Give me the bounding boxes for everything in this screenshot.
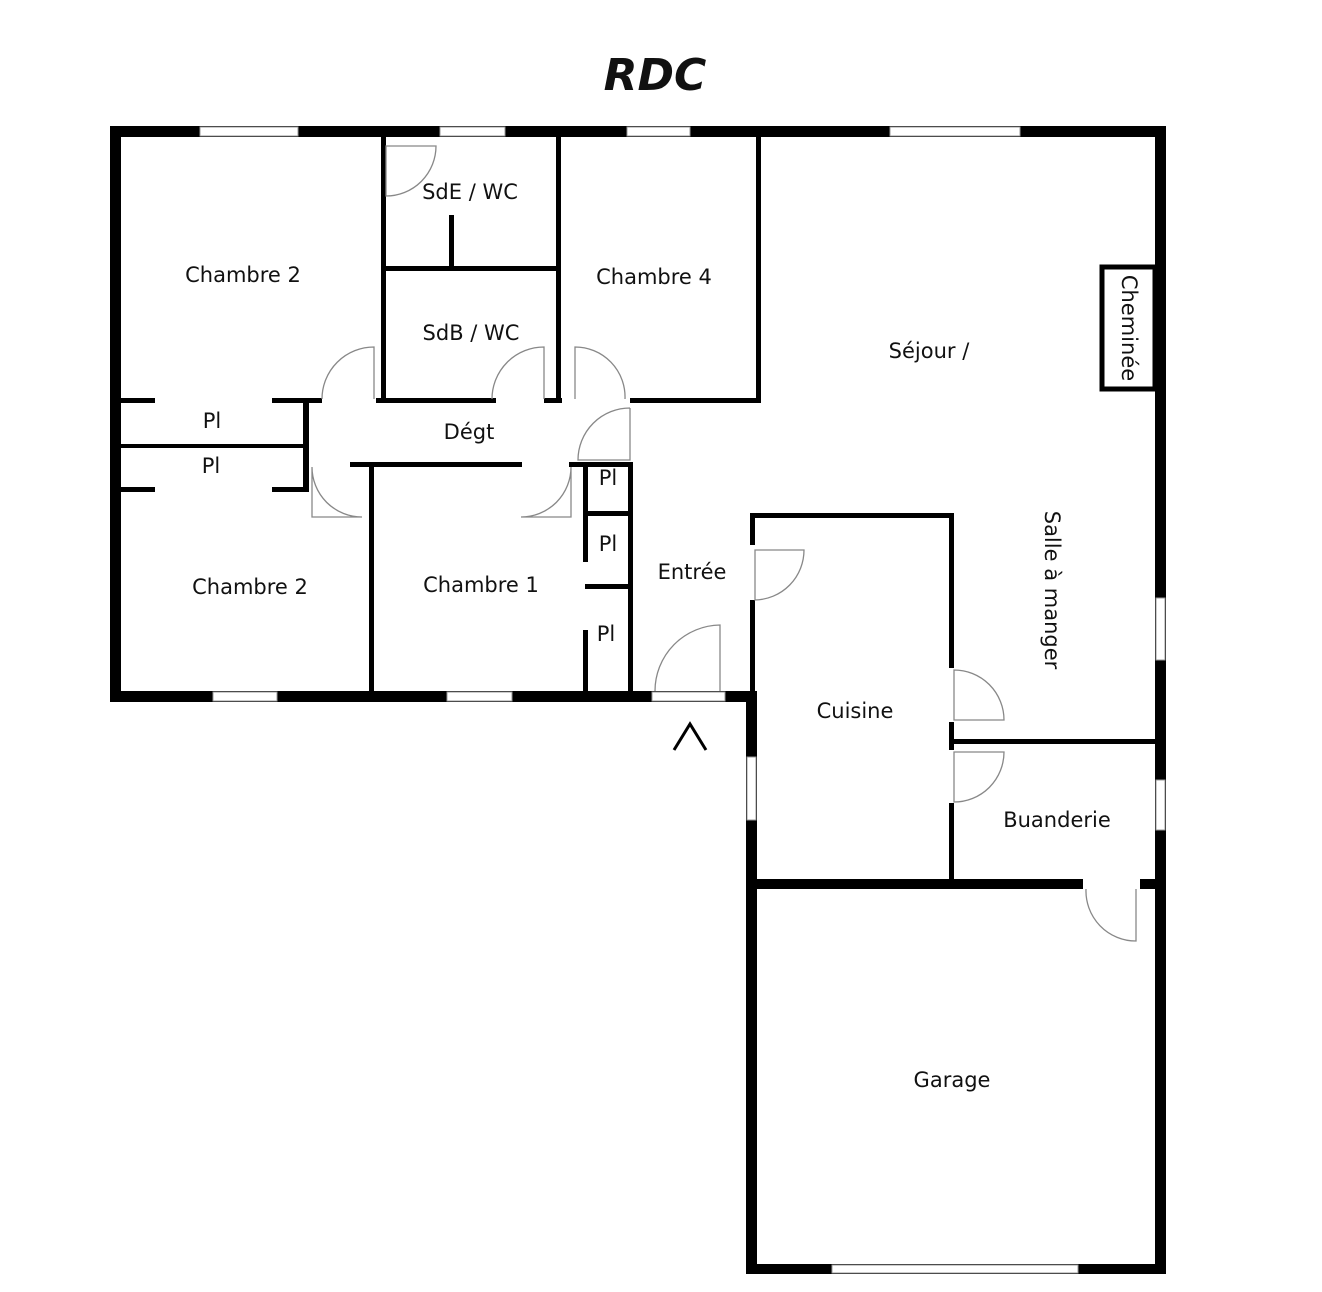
room-chambre-2-bottom: Chambre 2	[192, 575, 308, 599]
room-sejour: Séjour /	[889, 339, 971, 363]
room-buanderie: Buanderie	[1003, 808, 1111, 832]
room-garage: Garage	[914, 1068, 991, 1092]
room-chambre-1: Chambre 1	[423, 573, 539, 597]
plan-title: RDC	[604, 50, 707, 101]
room-chambre-2-top: Chambre 2	[185, 263, 301, 287]
room-pl-2: Pl	[202, 454, 221, 478]
interior-walls	[115, 136, 1160, 889]
doors	[311, 145, 1137, 942]
room-pl-3: Pl	[599, 466, 618, 490]
room-degt: Dégt	[444, 420, 495, 444]
fireplace	[1099, 264, 1158, 392]
windows	[199, 126, 1166, 1274]
room-pl-5: Pl	[597, 622, 616, 646]
room-cheminee: Cheminée	[1117, 275, 1141, 381]
room-entree: Entrée	[658, 560, 727, 584]
room-labels: Chambre 2 SdE / WC SdB / WC Chambre 4 Sé…	[185, 180, 1141, 1092]
room-cuisine: Cuisine	[817, 699, 894, 723]
room-pl-1: Pl	[203, 409, 222, 433]
room-chambre-4: Chambre 4	[596, 265, 712, 289]
entrance-arrow-icon	[672, 721, 708, 751]
room-sdb-wc: SdB / WC	[423, 321, 520, 345]
room-salle-a-manger: Salle à manger	[1040, 511, 1064, 670]
room-sde-wc: SdE / WC	[422, 180, 518, 204]
room-pl-4: Pl	[599, 532, 618, 556]
